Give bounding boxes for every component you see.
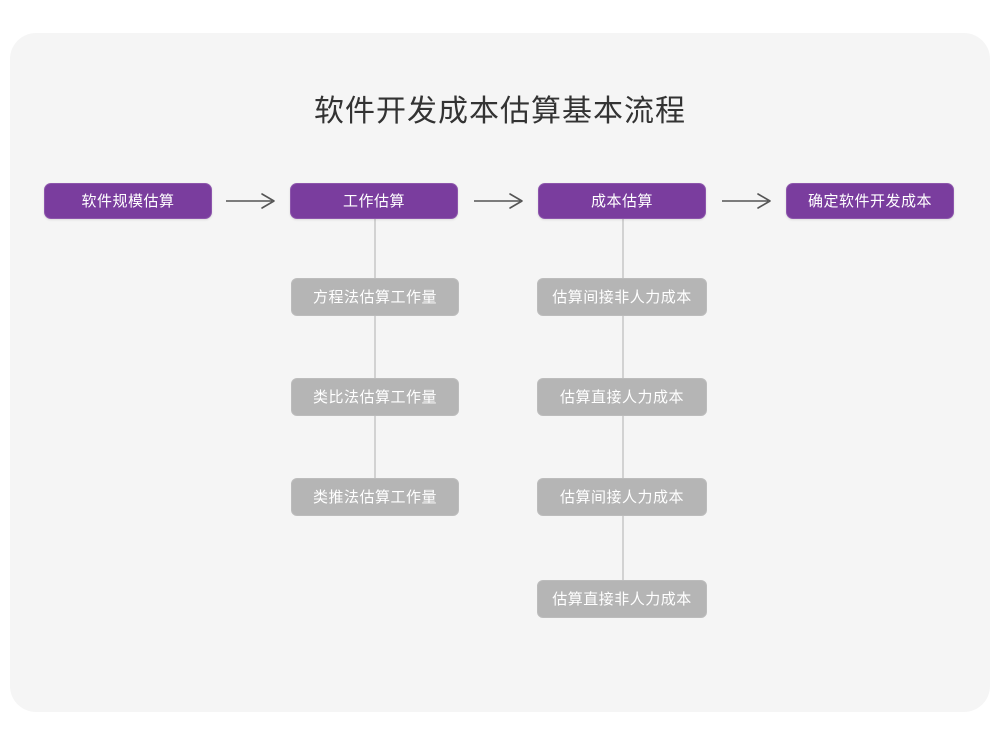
flow-node-cost-4[interactable]: 估算直接非人力成本: [537, 580, 707, 618]
flow-node-step-3[interactable]: 成本估算: [538, 183, 706, 219]
diagram-card: [10, 33, 990, 712]
flow-node-step-2[interactable]: 工作估算: [290, 183, 458, 219]
flow-node-work-2[interactable]: 类比法估算工作量: [291, 378, 459, 416]
flow-node-cost-3[interactable]: 估算间接人力成本: [537, 478, 707, 516]
arrow-step1-to-step2: [224, 189, 280, 213]
flow-node-step-4[interactable]: 确定软件开发成本: [786, 183, 954, 219]
flow-node-cost-2[interactable]: 估算直接人力成本: [537, 378, 707, 416]
page-title: 软件开发成本估算基本流程: [314, 94, 686, 129]
connector-line-work-column: [374, 217, 376, 507]
flow-node-cost-1[interactable]: 估算间接非人力成本: [537, 278, 707, 316]
flow-node-step-1[interactable]: 软件规模估算: [44, 183, 212, 219]
arrow-step3-to-step4: [720, 189, 776, 213]
flow-node-work-1[interactable]: 方程法估算工作量: [291, 278, 459, 316]
arrow-step2-to-step3: [472, 189, 528, 213]
flow-node-work-3[interactable]: 类推法估算工作量: [291, 478, 459, 516]
